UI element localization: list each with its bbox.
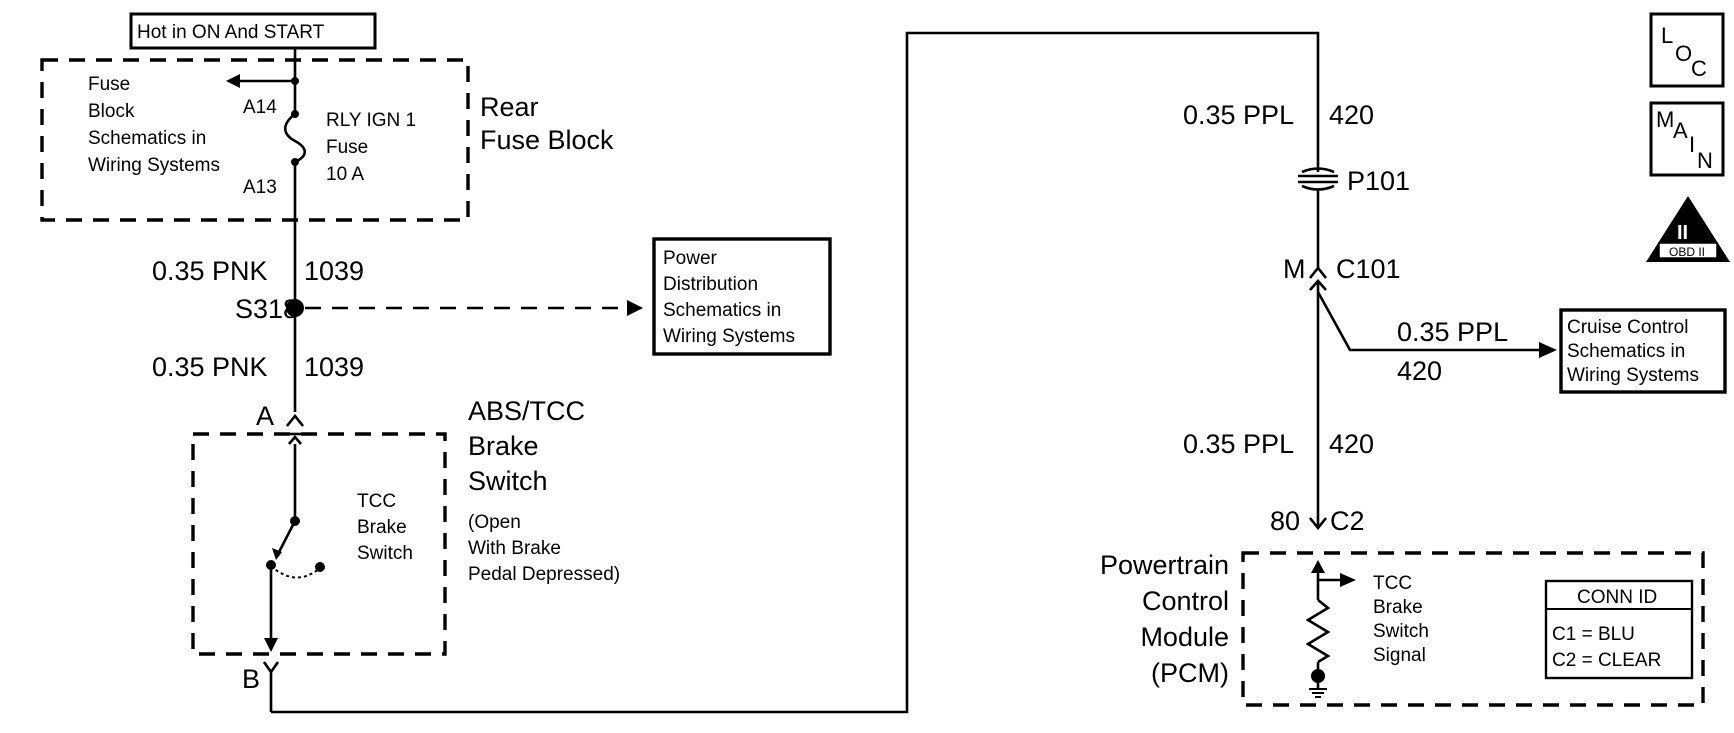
cruise-control-line-2: Schematics in [1567,341,1685,362]
switch-pin-a: A [256,401,274,431]
fuse-block-ref-line-2: Block [88,101,135,122]
pull-up-resistor [1305,598,1331,664]
fuse-block-ref-arrow [226,74,240,88]
obd-ii-icon[interactable]: II OBD II [1646,196,1730,262]
cruise-control-box [1559,308,1727,394]
c2-symbol [1308,517,1328,531]
right-wire-top-circuit: 420 [1329,100,1374,130]
c2-label: C2 [1330,506,1365,536]
abs-switch-note-2: With Brake [468,538,561,559]
abs-switch-note-3: Pedal Depressed) [468,564,620,585]
signal-label-3: Switch [1373,621,1429,642]
wire-upper-circuit: 1039 [304,256,364,286]
loc-letter-l: L [1661,23,1673,48]
loc-letter-c: C [1691,56,1707,81]
abs-switch-title-1: ABS/TCC [468,396,585,426]
cruise-branch-gauge: 0.35 PPL [1397,317,1508,347]
tcc-switch-blade [276,520,297,555]
power-distribution-arrow [627,300,643,316]
connector-a-symbol [285,413,305,427]
cruise-control-line-3: Wiring Systems [1567,365,1699,386]
signal-label-1: TCC [1373,573,1412,594]
wire-lower-gauge: 0.35 PNK [152,352,268,382]
main-letter-a: A [1673,118,1688,143]
conn-id-row-2: C2 = CLEAR [1552,650,1661,671]
wire-lower-circuit: 1039 [304,352,364,382]
power-distribution-line-1: Power [663,248,718,269]
loc-icon[interactable]: L O C [1649,12,1725,88]
fuse-block-ref-line-4: Wiring Systems [88,155,220,176]
main-letter-m: M [1656,107,1674,132]
pcm-title-1: Powertrain [1100,550,1229,580]
p101-symbol [1301,167,1335,174]
main-letter-i: I [1689,132,1695,157]
rear-fuse-block-title: Rear [480,92,539,122]
tcc-switch-label-2: Brake [357,517,407,538]
fuse-pin-a13: A13 [243,177,277,198]
power-distribution-box [652,237,832,356]
rear-fuse-block-outline [40,58,470,222]
tcc-switch-label-1: TCC [357,491,396,512]
p101-label: P101 [1347,166,1410,196]
fuse-block-ref-line-1: Fuse [88,74,130,95]
pcm-outline [1241,551,1705,707]
pcm-title-3: Module [1140,622,1229,652]
tcc-switch-label-3: Switch [357,543,413,564]
fuse-label-line-1: RLY IGN 1 [326,110,416,131]
pcm-title-4: (PCM) [1151,658,1229,688]
signal-label-2: Brake [1373,597,1423,618]
power-distribution-line-3: Schematics in [663,300,781,321]
fuse-label-line-2: Fuse [326,137,368,158]
fuse-block-ref-line-3: Schematics in [88,128,206,149]
right-wire-top-gauge: 0.35 PPL [1183,100,1294,130]
abs-switch-outline [191,432,447,656]
wire-upper-gauge: 0.35 PNK [152,256,268,286]
c2-pin: 80 [1270,506,1300,536]
obd-ii-numeral: II [1677,222,1688,244]
abs-switch-note-1: (Open [468,512,521,533]
right-wire-bottom-circuit: 420 [1329,429,1374,459]
c101-symbol [1308,265,1328,279]
conn-id-box [1544,579,1694,680]
splice-s318-dot [286,299,304,317]
signal-label-4: Signal [1373,645,1426,666]
conn-id-row-1: C1 = BLU [1552,624,1635,645]
cruise-branch-circuit: 420 [1397,356,1442,386]
crossover-wire [271,31,1320,714]
cruise-branch-arrow [1539,342,1557,358]
cruise-control-line-1: Cruise Control [1567,317,1688,338]
main-letter-n: N [1697,148,1713,173]
fuse-symbol [283,112,307,164]
c101-label: C101 [1336,254,1401,284]
abs-switch-title-2: Brake [468,431,539,461]
fuse-top-node [291,77,299,85]
conn-id-title: CONN ID [1577,587,1657,608]
loc-letter-o: O [1675,41,1692,66]
obd-ii-label: OBD II [1669,245,1705,259]
right-wire-bottom-gauge: 0.35 PPL [1183,429,1294,459]
power-distribution-line-4: Wiring Systems [663,326,795,347]
connector-b-symbol [262,661,280,675]
hot-in-on-start-box [129,12,377,50]
fuse-label-line-3: 10 A [326,164,364,185]
pcm-title-2: Control [1142,586,1229,616]
fuse-pin-a14: A14 [243,97,277,118]
switch-pin-b: B [242,664,260,694]
signal-arrow [1340,573,1356,587]
hot-in-on-start-label: Hot in ON And START [137,22,325,43]
abs-switch-title-3: Switch [468,466,548,496]
rear-fuse-block-title-2: Fuse Block [480,125,614,155]
c101-pin: M [1283,254,1306,284]
power-distribution-line-2: Distribution [663,274,758,295]
main-icon[interactable]: M A I N [1649,101,1725,177]
